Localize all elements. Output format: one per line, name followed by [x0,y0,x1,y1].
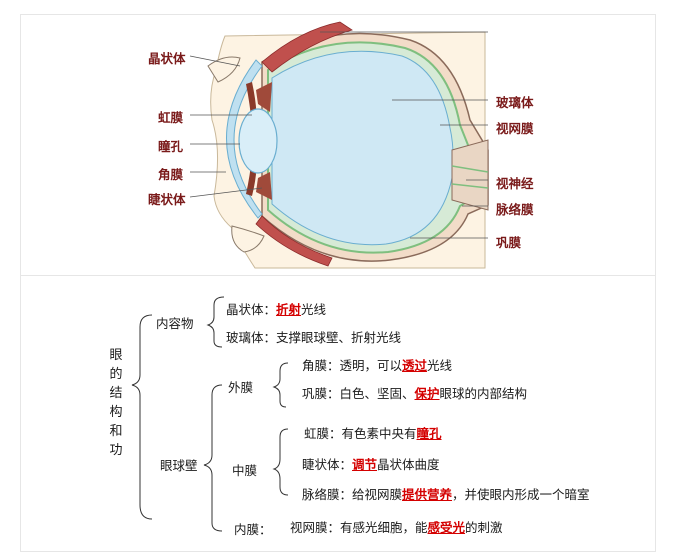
lower-muscle [255,215,333,267]
lens-function-prefix: 晶状体： [226,302,277,317]
label-ciliary-body: 睫状体 [148,192,186,207]
middle-layer-label: 中膜 [232,463,258,478]
label-cornea: 角膜 [158,167,184,182]
iris-function-prefix: 虹膜：有色素中央有 [304,426,417,441]
cornea-function-highlight: 透过 [402,358,428,373]
outline-braces [131,296,289,532]
ciliary-function: 睫状体：调节晶状体曲度 [302,457,440,473]
vitreous-function: 玻璃体：支撑眼球壁、折射光线 [226,330,402,345]
label-pupil: 瞳孔 [158,139,184,154]
sclera-function-suffix: 眼球的内部结构 [439,386,528,401]
choroid-function-highlight: 提供营养 [402,487,453,502]
upper-muscle [261,21,353,73]
outer-layer-label: 外膜 [228,380,254,395]
lens-function-suffix: 光线 [301,302,327,317]
retina-function-prefix: 视网膜：有感光细胞，能 [290,520,428,535]
content-label: 内容物 [156,316,194,331]
ciliary-function-highlight: 调节 [352,457,378,472]
label-vitreous: 玻璃体 [496,95,534,110]
cornea-function-suffix: 光线 [427,358,453,373]
eye-diagram [189,21,489,269]
choroid-function: 脉络膜：给视网膜提供营养，并使眼内形成一个暗室 [302,487,590,503]
lens-shape [238,108,278,174]
section-divider [20,275,656,276]
choroid-function-suffix: ，并使眼内形成一个暗室 [452,487,590,502]
lens-function-highlight: 折射 [276,302,302,317]
iris-function: 虹膜：有色素中央有瞳孔 [304,426,442,442]
sclera-function-prefix: 巩膜：白色、坚固、 [302,386,415,401]
label-choroid: 脉络膜 [496,202,534,217]
sclera-function-highlight: 保护 [414,386,440,401]
outline-title: 眼的结构和功 [109,348,123,458]
sclera-function: 巩膜：白色、坚固、保护眼球的内部结构 [302,386,527,402]
vitreous-body [271,50,454,246]
label-retina: 视网膜 [496,121,534,136]
iris-function-highlight: 瞳孔 [416,426,442,441]
upper-lid-skin [207,56,241,83]
inner-layer-label: 内膜： [234,522,272,537]
ciliary-function-suffix: 晶状体曲度 [377,457,440,472]
optic-nerve-shape [451,139,489,211]
lens-function: 晶状体：折射光线 [226,302,326,318]
retina-function-highlight: 感受光 [427,520,466,535]
retina-function: 视网膜：有感光细胞，能感受光的刺激 [290,520,503,536]
ciliary-body-shape-lower [256,172,272,200]
figure-frame [20,14,656,552]
ciliary-function-prefix: 睫状体： [302,457,353,472]
label-optic-nerve: 视神经 [496,176,534,191]
label-sclera: 巩膜 [496,235,522,250]
label-lens: 晶状体 [148,51,186,66]
ciliary-body-shape [256,82,272,112]
lower-lid-skin [231,225,265,253]
choroid-function-prefix: 脉络膜：给视网膜 [302,487,403,502]
wall-label: 眼球壁 [160,458,198,473]
retina-function-suffix: 的刺激 [465,520,503,535]
cornea-function: 角膜：透明，可以透过光线 [302,358,452,374]
label-iris: 虹膜 [158,110,184,125]
cornea-function-prefix: 角膜：透明，可以 [302,358,403,373]
